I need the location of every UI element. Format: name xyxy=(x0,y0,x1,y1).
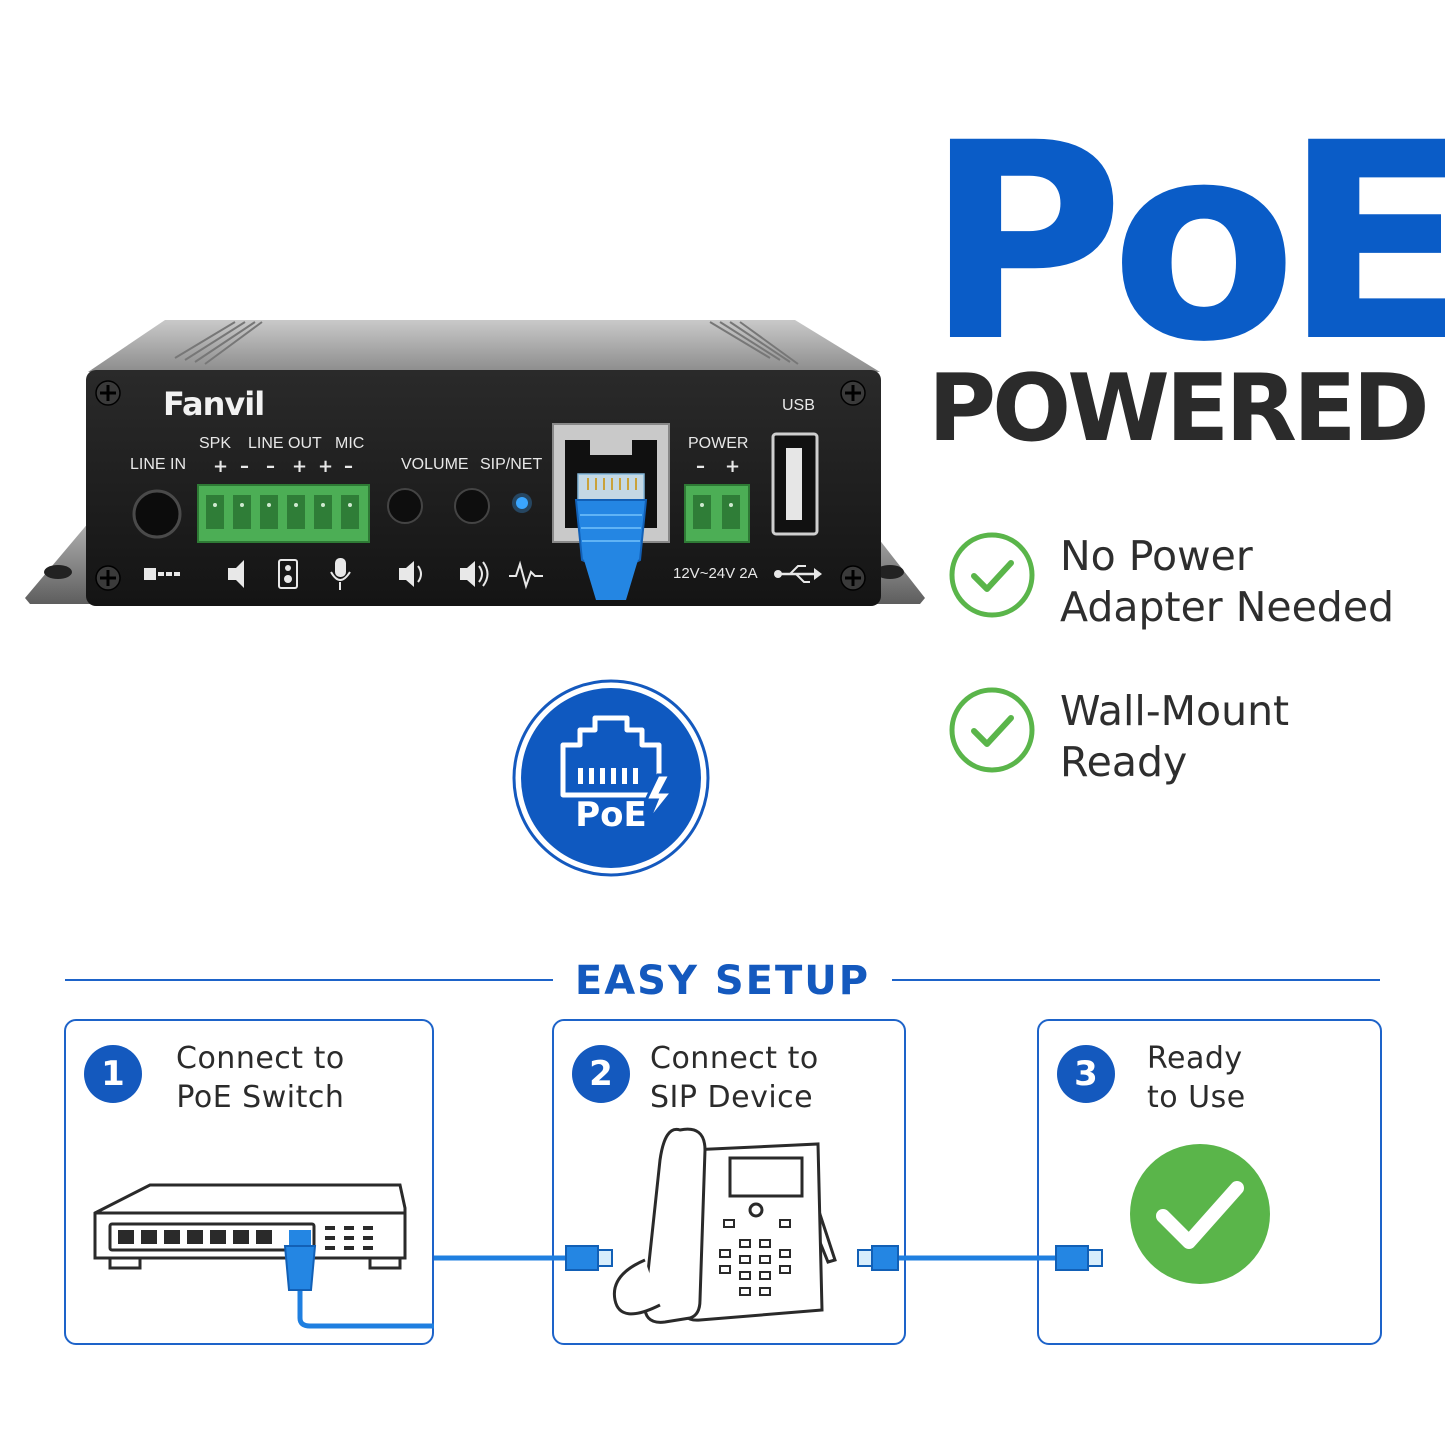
line-out-speaker-box-icon xyxy=(278,559,298,589)
label-line-out: LINE OUT xyxy=(248,435,322,452)
hero-title: PoE xyxy=(925,86,1445,402)
step-card-1: 1 Connect to PoE Switch xyxy=(64,1019,434,1345)
device-front-panel xyxy=(86,370,881,606)
check-circle-icon xyxy=(949,687,1035,773)
usb-port xyxy=(771,432,819,536)
device-top xyxy=(88,320,880,372)
feature-line2: Adapter Needed xyxy=(1060,583,1395,631)
step-line2: SIP Device xyxy=(650,1080,814,1115)
screw-icon xyxy=(95,380,866,591)
label-sip-net: SIP/NET xyxy=(480,456,543,473)
audio-terminal-block xyxy=(197,484,370,543)
svg-text:–: – xyxy=(344,456,353,477)
volume-button xyxy=(387,488,423,524)
svg-text:+: + xyxy=(213,456,228,477)
ethernet-cable xyxy=(574,473,648,680)
feature-line1: Wall-Mount xyxy=(1060,687,1290,735)
step-text: Connect to PoE Switch xyxy=(176,1039,345,1117)
step-number: 2 xyxy=(572,1045,630,1103)
label-power-spec: 12V~24V 2A xyxy=(673,565,758,582)
step-number: 3 xyxy=(1057,1045,1115,1103)
polarity-marks: +–– ++– –+ xyxy=(213,456,740,477)
panel-icons xyxy=(144,558,822,590)
poe-badge: PoE xyxy=(513,680,709,876)
feature-text: No Power Adapter Needed xyxy=(1060,531,1394,633)
volume-down-icon xyxy=(399,561,422,587)
label-usb: USB xyxy=(782,397,815,414)
usb-icon xyxy=(774,565,822,583)
svg-text:+: + xyxy=(725,456,740,477)
poe-badge-text: PoE xyxy=(575,795,647,835)
step-line2: to Use xyxy=(1147,1080,1246,1115)
sip-net-button xyxy=(454,488,490,524)
feature-no-adapter: No Power Adapter Needed xyxy=(948,531,1408,631)
network-pulse-icon xyxy=(509,560,543,590)
vent-slots xyxy=(174,321,799,365)
power-terminal-block xyxy=(684,484,750,543)
microphone-icon xyxy=(330,558,351,590)
step-number: 1 xyxy=(84,1045,142,1103)
divider-left xyxy=(65,979,553,981)
label-volume: VOLUME xyxy=(401,456,469,473)
step-line1: Connect to xyxy=(176,1041,345,1076)
svg-text:+: + xyxy=(318,456,333,477)
line-in-jack xyxy=(132,489,182,539)
cable-plug-icon xyxy=(565,1245,1103,1271)
switch-ports xyxy=(118,1226,373,1250)
divider-right xyxy=(892,979,1380,981)
network-cables xyxy=(297,1255,1055,1329)
speaker-icon xyxy=(228,560,244,588)
svg-text:–: – xyxy=(240,456,249,477)
step-line1: Connect to xyxy=(650,1041,819,1076)
feature-line2: Ready xyxy=(1060,738,1188,786)
poe-switch-icon xyxy=(93,1183,407,1270)
phone-keypad xyxy=(719,1219,791,1296)
step-text: Ready to Use xyxy=(1147,1039,1246,1117)
svg-text:–: – xyxy=(696,456,705,477)
svg-text:+: + xyxy=(292,456,307,477)
svg-text:–: – xyxy=(266,456,275,477)
feature-line1: No Power xyxy=(1060,532,1253,580)
desk-phone-icon xyxy=(612,1127,837,1324)
ready-check-icon xyxy=(1130,1144,1270,1284)
label-line-in: LINE IN xyxy=(130,456,187,473)
status-led xyxy=(516,497,528,509)
volume-up-icon xyxy=(460,561,489,587)
step-text: Connect to SIP Device xyxy=(650,1039,819,1117)
feature-text: Wall-Mount Ready xyxy=(1060,686,1289,788)
device-illustration: +–– ++– –+ xyxy=(25,320,925,877)
label-spk: SPK xyxy=(199,435,232,452)
setup-illustrations xyxy=(93,1127,1270,1329)
label-power: POWER xyxy=(688,435,749,452)
feature-wall-mount: Wall-Mount Ready xyxy=(948,686,1408,786)
step-line1: Ready xyxy=(1147,1041,1243,1076)
hero-subtitle: POWERED xyxy=(928,354,1430,462)
switch-plug-icon xyxy=(283,1230,317,1291)
setup-title: EASY SETUP xyxy=(574,958,871,1004)
brand-logo: Fanvil xyxy=(163,385,265,423)
label-mic: MIC xyxy=(335,435,365,452)
line-in-icon xyxy=(144,568,180,580)
step-line2: PoE Switch xyxy=(176,1080,345,1115)
poe-badge-icon xyxy=(512,679,710,877)
check-circle-icon xyxy=(949,532,1035,618)
